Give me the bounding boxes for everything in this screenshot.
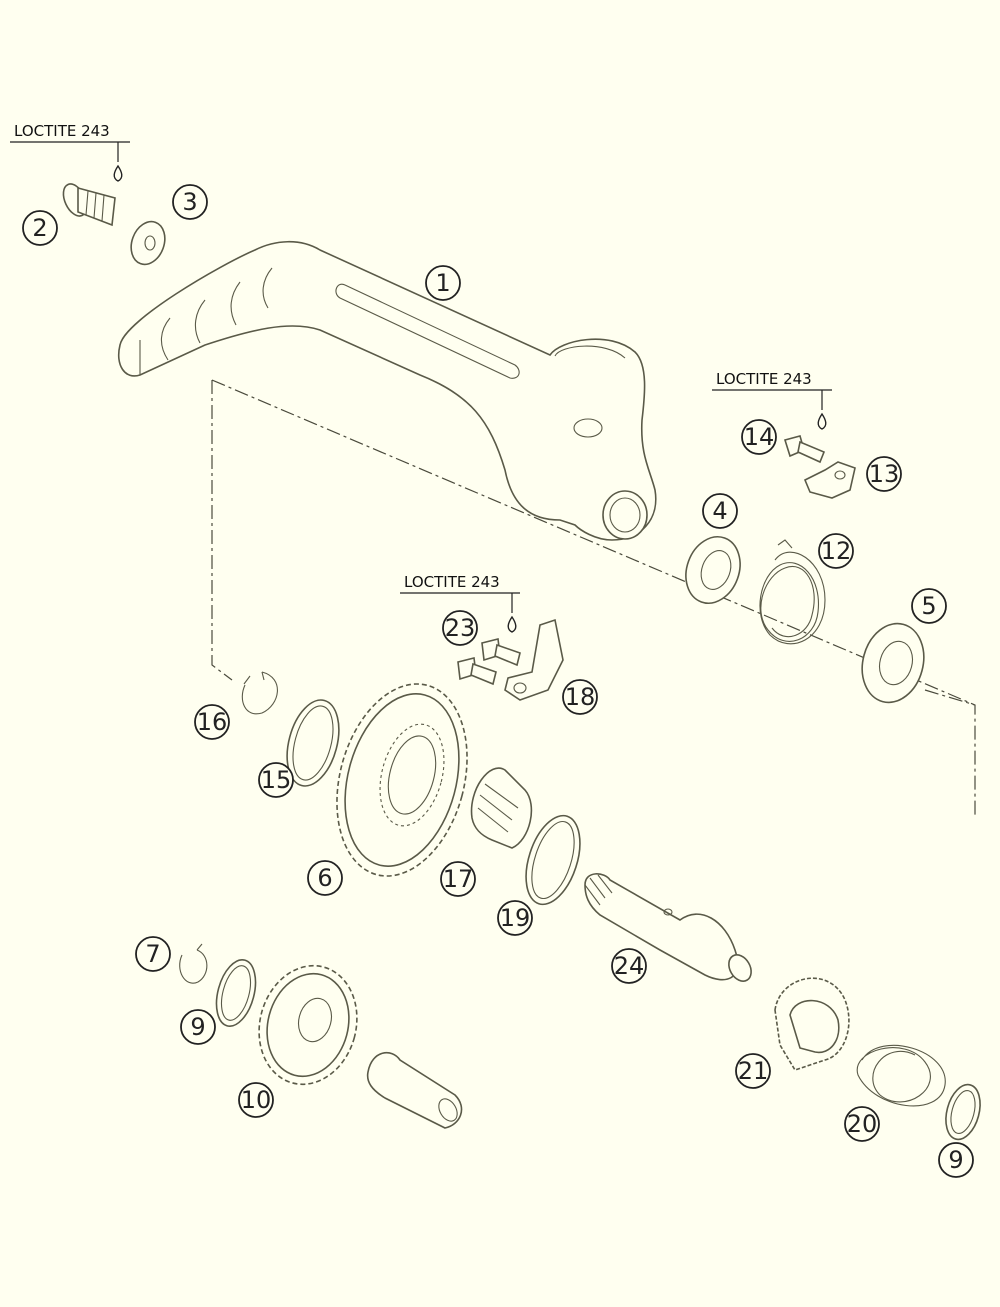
callout-4: 4 bbox=[702, 493, 738, 529]
spring-20 bbox=[856, 1044, 946, 1107]
svg-text:12: 12 bbox=[821, 537, 852, 565]
needle-bearing-17 bbox=[470, 767, 533, 849]
callout-2: 2 bbox=[22, 210, 58, 246]
washer-4 bbox=[685, 536, 741, 604]
callout-3: 3 bbox=[172, 184, 208, 220]
callout-5: 5 bbox=[911, 588, 947, 624]
callout-9-right: 9 bbox=[938, 1142, 974, 1178]
svg-text:4: 4 bbox=[712, 497, 727, 525]
callout-10: 10 bbox=[238, 1082, 274, 1118]
bolt-14 bbox=[783, 435, 826, 464]
svg-text:7: 7 bbox=[145, 940, 160, 968]
svg-text:9: 9 bbox=[190, 1013, 205, 1041]
svg-text:21: 21 bbox=[738, 1057, 769, 1085]
callout-20: 20 bbox=[844, 1106, 880, 1142]
kick-spring-12 bbox=[759, 539, 826, 645]
washer-19 bbox=[525, 814, 581, 906]
callout-9-left: 9 bbox=[180, 1009, 216, 1045]
loctite-note-3: LOCTITE 243 bbox=[400, 573, 520, 633]
bushing bbox=[366, 1051, 463, 1129]
circlip-16 bbox=[241, 671, 278, 715]
svg-text:23: 23 bbox=[445, 614, 476, 642]
kick-shaft-24 bbox=[584, 873, 752, 982]
ratchet-gear-21 bbox=[774, 977, 850, 1071]
lever-screw bbox=[62, 183, 116, 227]
washer-9-left bbox=[215, 959, 257, 1027]
svg-text:3: 3 bbox=[182, 188, 197, 216]
washer-5 bbox=[861, 622, 925, 704]
callout-16: 16 bbox=[194, 704, 230, 740]
svg-text:17: 17 bbox=[443, 865, 474, 893]
callout-19: 19 bbox=[497, 900, 533, 936]
callout-12: 12 bbox=[818, 533, 854, 569]
svg-text:2: 2 bbox=[32, 214, 47, 242]
svg-text:5: 5 bbox=[921, 592, 936, 620]
washer-15 bbox=[286, 699, 340, 787]
callout-6: 6 bbox=[307, 860, 343, 896]
assembly-dashed-line bbox=[211, 379, 976, 815]
callout-18: 18 bbox=[562, 679, 598, 715]
svg-text:LOCTITE 243: LOCTITE 243 bbox=[716, 370, 812, 388]
svg-text:14: 14 bbox=[744, 423, 775, 451]
washer-9-right bbox=[945, 1083, 981, 1141]
svg-text:6: 6 bbox=[317, 864, 332, 892]
plate-13 bbox=[803, 461, 856, 499]
bolts-23 bbox=[457, 638, 521, 686]
svg-text:19: 19 bbox=[500, 904, 531, 932]
svg-text:20: 20 bbox=[847, 1110, 878, 1138]
callout-24: 24 bbox=[611, 948, 647, 984]
loctite-note-1: LOCTITE 243 bbox=[10, 122, 130, 182]
svg-text:16: 16 bbox=[197, 708, 228, 736]
callout-14: 14 bbox=[741, 419, 777, 455]
svg-text:LOCTITE 243: LOCTITE 243 bbox=[404, 573, 500, 591]
svg-text:10: 10 bbox=[241, 1086, 272, 1114]
callout-7: 7 bbox=[135, 936, 171, 972]
svg-text:9: 9 bbox=[948, 1146, 963, 1174]
svg-text:1: 1 bbox=[435, 269, 450, 297]
callout-17: 17 bbox=[440, 861, 476, 897]
svg-text:LOCTITE 243: LOCTITE 243 bbox=[14, 122, 110, 140]
catch-18 bbox=[504, 618, 564, 701]
loctite-note-2: LOCTITE 243 bbox=[712, 370, 832, 430]
svg-text:13: 13 bbox=[869, 460, 900, 488]
callout-15: 15 bbox=[258, 762, 294, 798]
svg-text:24: 24 bbox=[614, 952, 645, 980]
svg-text:18: 18 bbox=[565, 683, 596, 711]
svg-text:15: 15 bbox=[261, 766, 292, 794]
callout-21: 21 bbox=[735, 1053, 771, 1089]
washer-3 bbox=[130, 220, 166, 266]
kick-starter-lever bbox=[118, 240, 657, 541]
circlip-7 bbox=[179, 943, 208, 984]
idler-gear-10 bbox=[258, 964, 358, 1086]
callout-23: 23 bbox=[442, 610, 478, 646]
callout-13: 13 bbox=[866, 456, 902, 492]
kick-gear-6 bbox=[336, 683, 468, 877]
callout-1: 1 bbox=[425, 265, 461, 301]
